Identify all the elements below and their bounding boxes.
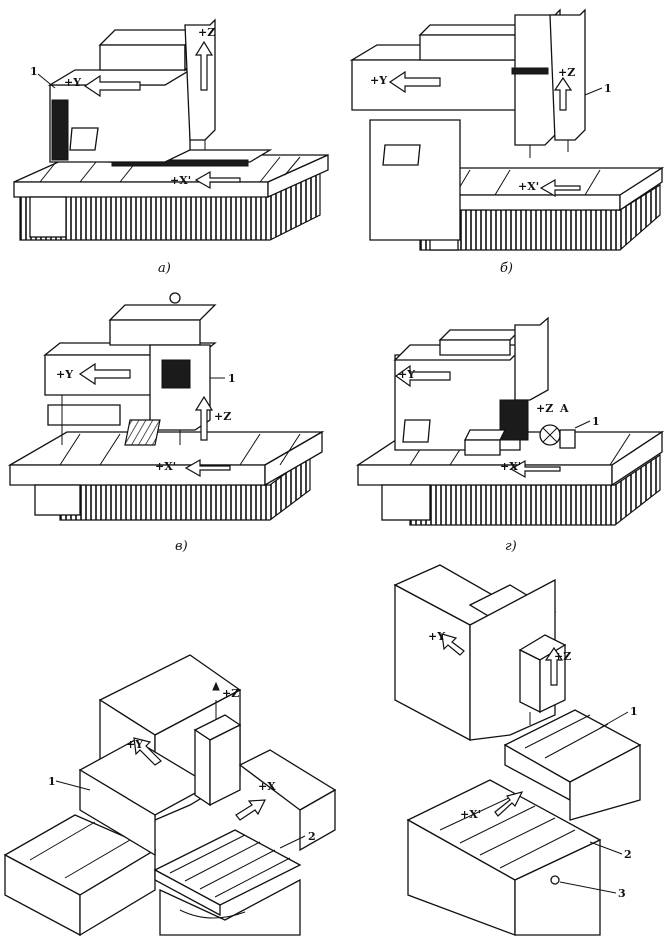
arrow-z-a xyxy=(194,40,214,91)
arrow-x-d xyxy=(235,799,267,821)
bed-g xyxy=(409,453,661,526)
label-1-v: 1 xyxy=(228,372,236,385)
arrow-z-e xyxy=(544,646,564,686)
figure-v: +Y 1 +Z +X' в) xyxy=(7,292,325,554)
label-y-a: +Y xyxy=(64,76,81,89)
arrow-x-a xyxy=(194,170,241,190)
figure-b: +Y +Z 1 +X' б) xyxy=(349,8,665,276)
label-y-g: +Y xyxy=(398,368,415,381)
label-2-e: 2 xyxy=(624,848,632,861)
arrow-y-d xyxy=(133,737,162,766)
label-y-d: +Y xyxy=(126,738,143,751)
label-1-e: 1 xyxy=(630,705,638,718)
caption-b: б) xyxy=(500,261,513,276)
label-y-v: +Y xyxy=(56,368,73,381)
label-z-a: +Z xyxy=(198,26,215,39)
arrow-x-g xyxy=(509,459,561,479)
label-1-b: 1 xyxy=(604,82,612,95)
arrow-z-b xyxy=(553,76,573,111)
label-1-g: 1 xyxy=(592,415,600,428)
label-x-v: +X' xyxy=(155,460,176,473)
arrow-y-e xyxy=(441,633,465,656)
figure-e: +Y +Z 1 +X' 2 3 xyxy=(393,564,642,936)
label-2-d: 2 xyxy=(308,830,316,843)
label-1-d: 1 xyxy=(48,775,56,788)
label-z-d: +Z xyxy=(222,687,239,700)
arrow-x-v xyxy=(184,458,231,478)
label-1-a: 1 xyxy=(30,65,38,78)
arrow-y-a xyxy=(83,74,141,98)
arrow-y-v xyxy=(78,362,131,386)
label-z-b: +Z xyxy=(558,66,575,79)
label-x-g: +X' xyxy=(500,460,521,473)
caption-a: а) xyxy=(158,261,171,276)
label-x-d: +X xyxy=(258,780,276,793)
label-z-g: +Z xyxy=(536,402,553,415)
label-y-e: +Y xyxy=(428,630,445,643)
label-x-b: +X' xyxy=(518,180,539,193)
arrow-y-b xyxy=(388,70,441,94)
arrow-y-g xyxy=(394,364,451,388)
figure-a: 1 +Y +Z +X' а) xyxy=(13,18,329,276)
label-z-e: +Z xyxy=(554,650,571,663)
label-x-a: +X' xyxy=(170,174,191,187)
arrow-x-e xyxy=(494,791,524,817)
figure-g: +Y +Z A 1 +X' г) xyxy=(355,316,665,554)
label-a-g: A xyxy=(559,402,569,415)
arrow-z-v xyxy=(194,395,214,441)
label-x-e: +X' xyxy=(460,808,481,821)
arrow-x-b xyxy=(539,178,581,198)
label-y-b: +Y xyxy=(370,74,387,87)
caption-v: в) xyxy=(175,539,188,554)
bed-v xyxy=(59,453,311,521)
label-3-e: 3 xyxy=(618,887,626,900)
figure-d: +Z +Y 1 +X 2 xyxy=(3,654,337,937)
label-z-v: +Z xyxy=(214,410,231,423)
caption-g: г) xyxy=(505,539,517,554)
